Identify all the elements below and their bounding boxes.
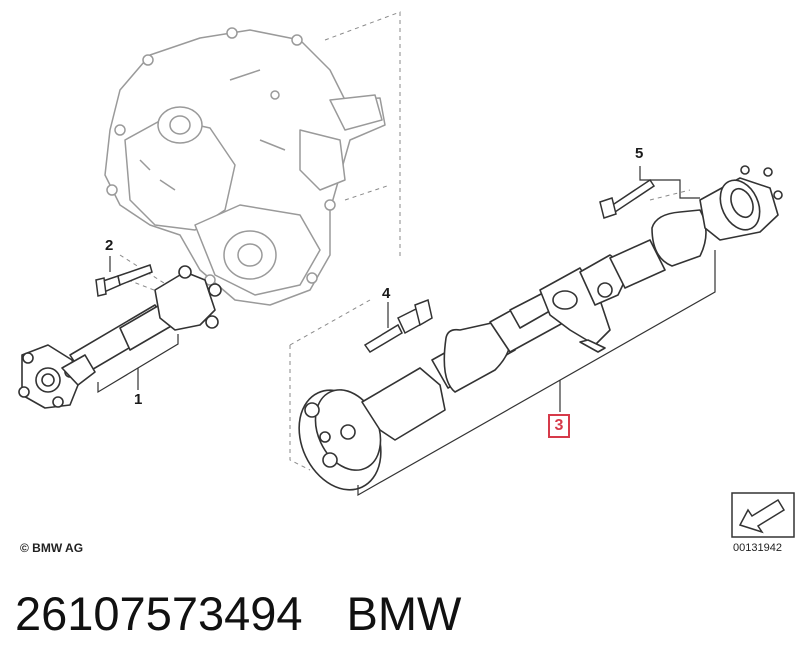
bolt-part-5 xyxy=(599,178,656,219)
part-caption: 26107573494 BMW xyxy=(15,586,461,641)
transfer-case-housing xyxy=(104,27,386,306)
callout-3-bracket xyxy=(357,250,716,497)
callout-1: 1 xyxy=(134,391,143,408)
parts-diagram xyxy=(18,11,795,538)
callout-1-bracket xyxy=(97,334,179,394)
front-drive-shaft xyxy=(18,265,222,409)
bolt-part-4 xyxy=(363,298,433,353)
bolt-part-2 xyxy=(95,264,153,297)
callout-4: 4 xyxy=(382,285,391,302)
callout-5-leader xyxy=(639,166,700,199)
part-number: 26107573494 xyxy=(15,587,303,640)
copyright-notice: © BMW AG xyxy=(20,541,84,555)
brand-name: BMW xyxy=(346,587,462,640)
callout-2: 2 xyxy=(105,237,114,254)
drawing-number: 00131942 xyxy=(733,542,782,554)
rear-drive-shaft xyxy=(298,165,783,491)
callout-3-highlighted[interactable]: 3 xyxy=(548,414,570,438)
callout-5: 5 xyxy=(635,145,644,162)
orientation-symbol xyxy=(731,492,795,538)
